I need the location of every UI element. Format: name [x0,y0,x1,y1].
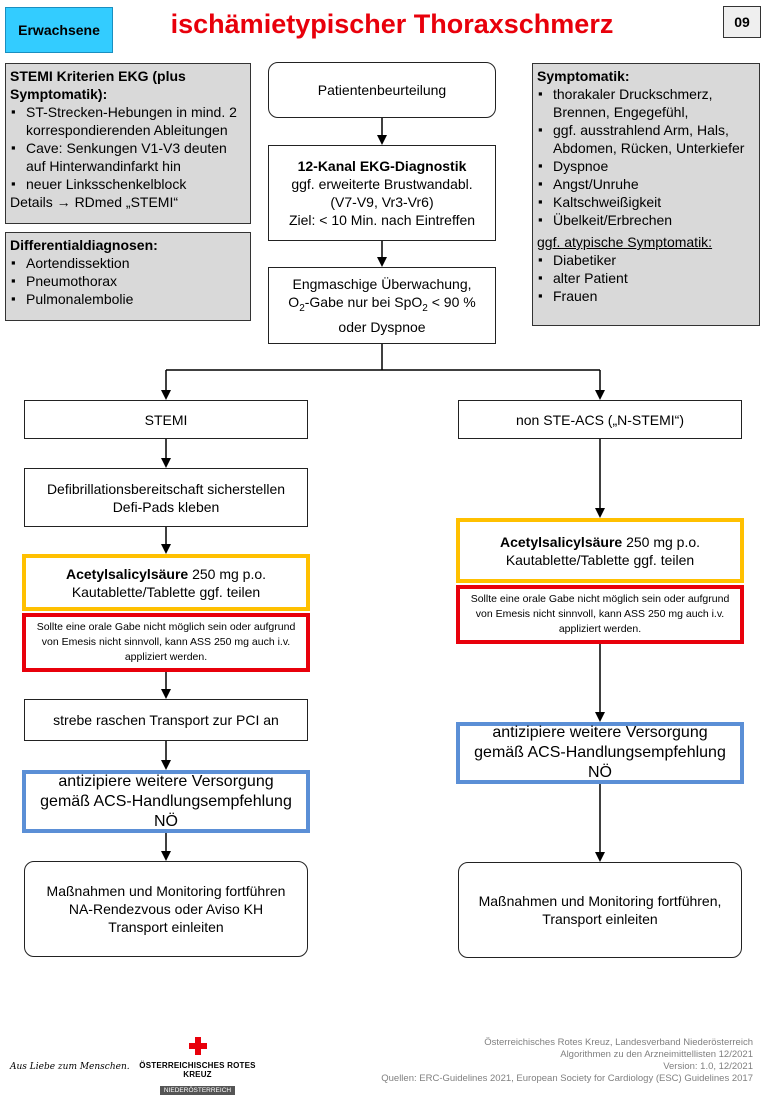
differential-item: Pneumothorax [10,272,246,290]
asa-box-left: Acetylsalicylsäure 250 mg p.o. Kautablet… [22,554,310,611]
defibrillation-line: Defibrillationsbereitschaft sicherstelle… [46,480,286,497]
stemi-criteria-item: neuer Linksschenkelblock [10,175,246,193]
footer-credits: Österreichisches Rotes Kreuz, Landesverb… [353,1037,753,1085]
asa-dose-line: Acetylsalicylsäure 250 mg p.o. [499,533,701,550]
iv-note-box-right: Sollte eine orale Gabe nicht möglich sei… [456,585,744,644]
symptoms-box: Symptomatik: thorakaler Druckschmerz, Br… [532,63,760,326]
final-box-left: Maßnahmen und Monitoring fortführen NA-R… [24,861,308,957]
stemi-box: STEMI [24,400,308,439]
ekg-line: ggf. erweiterte Brustwandabl. [291,176,473,192]
differential-item: Aortendissektion [10,254,246,272]
pci-label: strebe raschen Transport zur PCI an [53,712,279,728]
defibrillation-line: Defi-Pads kleben [112,498,220,515]
monitoring-line: Engmaschige Überwachung, [292,276,472,293]
ekg-line: (V7-V9, Vr3-Vr6) [330,194,434,210]
stemi-criteria-heading: STEMI Kriterien EKG (plus Symptomatik): [10,68,186,102]
acs-box-left: antizipiere weitere Versorgung gemäß ACS… [22,770,310,833]
acs-box-right: antizipiere weitere Versorgung gemäß ACS… [456,722,744,784]
footer-line: Quellen: ERC-Guidelines 2021, European S… [381,1073,753,1084]
atypical-symptom-item: alter Patient [537,269,755,287]
asa-tablet-line: Kautablette/Tablette ggf. teilen [71,583,261,600]
footer-line: Algorithmen zu den Arzneimittellisten 12… [560,1049,753,1060]
atypical-symptoms-heading: ggf. atypische Symptomatik: [537,234,713,250]
footer-line: Österreichisches Rotes Kreuz, Landesverb… [484,1037,753,1048]
assessment-label: Patientenbeurteilung [317,82,447,98]
symptom-item: Übelkeit/Erbrechen [537,211,755,229]
page-title: ischämietypischer Thoraxschmerz [170,9,614,39]
symptom-item: Kaltschweißigkeit [537,193,755,211]
stemi-details-reference: Details → RDmed „STEMI“ [10,194,179,210]
pci-box: strebe raschen Transport zur PCI an [24,699,308,741]
red-cross-logo: ÖSTERREICHISCHES ROTES KREUZ NIEDERÖSTER… [130,1036,265,1097]
org-subtitle: NIEDERÖSTERREICH [159,1086,236,1095]
final-line: Maßnahmen und Monitoring fortführen [46,883,286,899]
final-line: Transport einleiten [108,919,224,935]
iv-note-text: Sollte eine orale Gabe nicht möglich sei… [470,593,730,635]
differential-heading: Differentialdiagnosen: [10,237,158,253]
red-cross-icon [188,1037,207,1055]
ekg-line: Ziel: < 10 Min. nach Eintreffen [288,212,476,228]
org-name: ÖSTERREICHISCHES ROTES KREUZ [139,1061,256,1079]
ekg-box: 12-Kanal EKG-Diagnostik ggf. erweiterte … [268,145,496,241]
symptom-item: Angst/Unruhe [537,175,755,193]
asa-dose-line: Acetylsalicylsäure 250 mg p.o. [65,565,267,582]
stemi-criteria-item: Cave: Senkungen V1-V3 deuten auf Hinterw… [10,139,246,175]
symptom-item: ggf. ausstrahlend Arm, Hals, Abdomen, Rü… [537,121,755,157]
page-number: 09 [723,6,761,38]
asa-tablet-line: Kautablette/Tablette ggf. teilen [505,551,695,568]
symptoms-heading: Symptomatik: [537,68,630,84]
slogan: Aus Liebe zum Menschen. [10,1062,130,1072]
final-line: NA-Rendezvous oder Aviso KH [68,901,264,917]
assessment-box: Patientenbeurteilung [268,62,496,118]
iv-note-box-left: Sollte eine orale Gabe nicht möglich sei… [22,613,310,672]
symptom-item: thorakaler Druckschmerz, Brennen, Engege… [537,85,755,121]
differential-diagnoses-box: Differentialdiagnosen: Aortendissektion … [5,232,251,321]
defibrillation-box: Defibrillationsbereitschaft sicherstelle… [24,468,308,527]
final-line: Transport einleiten [542,911,658,927]
atypical-symptom-item: Diabetiker [537,251,755,269]
audience-tag: Erwachsene [5,7,113,53]
stemi-criteria-item: ST-Strecken-Hebungen in mind. 2 korrespo… [10,103,246,139]
symptom-item: Dyspnoe [537,157,755,175]
monitoring-box: Engmaschige Überwachung, O2-Gabe nur bei… [268,267,496,344]
monitoring-line: oder Dyspnoe [338,318,426,335]
asa-box-right: Acetylsalicylsäure 250 mg p.o. Kautablet… [456,518,744,583]
ekg-title: 12-Kanal EKG-Diagnostik [297,158,467,174]
iv-note-text: Sollte eine orale Gabe nicht möglich sei… [36,621,296,663]
stemi-criteria-box: STEMI Kriterien EKG (plus Symptomatik): … [5,63,251,224]
final-box-right: Maßnahmen und Monitoring fortführen, Tra… [458,862,742,958]
footer-line: Version: 1.0, 12/2021 [663,1061,753,1072]
monitoring-oxygen-line: O2-Gabe nur bei SpO2 < 90 % [288,294,476,314]
stemi-label: STEMI [144,411,188,428]
final-line: Maßnahmen und Monitoring fortführen, [478,893,722,909]
atypical-symptom-item: Frauen [537,287,755,305]
acs-label: antizipiere weitere Versorgung gemäß ACS… [474,724,726,781]
nstemi-label: non STE-ACS („N-STEMI“) [515,411,684,428]
differential-item: Pulmonalembolie [10,290,246,308]
nstemi-box: non STE-ACS („N-STEMI“) [458,400,742,439]
acs-label: antizipiere weitere Versorgung gemäß ACS… [40,772,292,830]
